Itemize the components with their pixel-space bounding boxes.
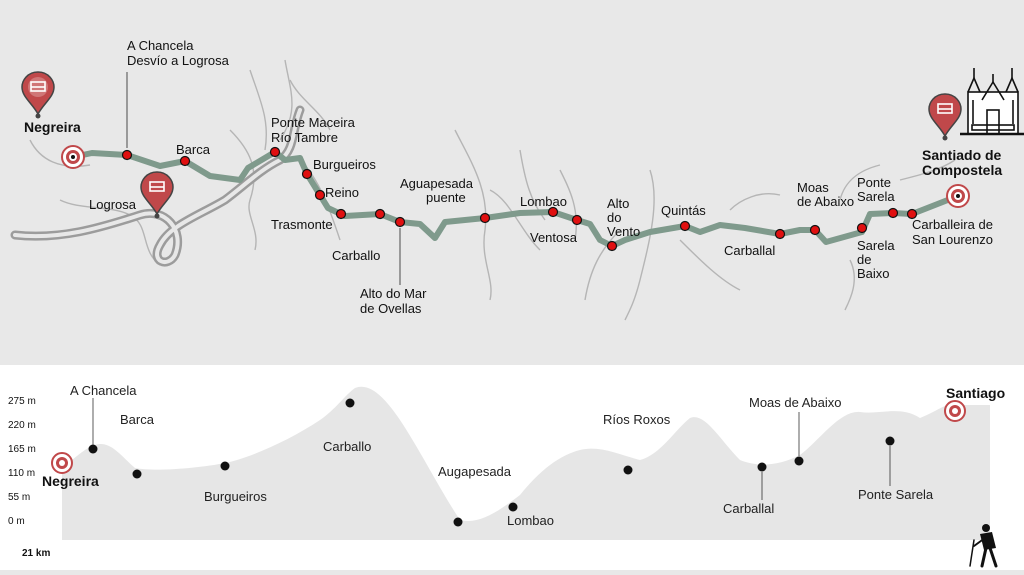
waypoint-label: Río Tambre <box>271 130 338 145</box>
route-line <box>70 149 961 249</box>
y-tick: 110 m <box>8 468 35 479</box>
marker-carballeira[interactable] <box>906 208 918 220</box>
waypoint-label: puente <box>426 190 466 205</box>
waypoint-label: Sarela <box>857 189 895 204</box>
distance-label: 21 km <box>22 548 50 559</box>
profile-label: A Chancela <box>70 383 137 398</box>
marker-reino[interactable] <box>314 189 326 201</box>
marker-barca[interactable] <box>179 155 191 167</box>
waypoint-label: Ponte Maceira <box>271 115 356 130</box>
profile-end-target-marker-icon[interactable] <box>944 400 966 422</box>
waypoint-label: Reino <box>325 185 359 200</box>
profile-point-lombao[interactable] <box>508 502 518 512</box>
profile-point-moas-de-abaixo[interactable] <box>794 456 804 466</box>
waypoint-label: Moas <box>797 180 829 195</box>
profile-end-label: Santiago <box>946 385 1005 401</box>
profile-labels: Negreira Santiago A Chancela Barca Burgu… <box>42 383 1005 528</box>
y-tick: 165 m <box>8 444 36 455</box>
profile-point-barca[interactable] <box>132 469 142 479</box>
waypoint-label: Trasmonte <box>271 217 333 232</box>
profile-connectors <box>92 398 891 500</box>
marker-a-chancela[interactable] <box>121 149 133 161</box>
waypoint-label: Ponte <box>857 175 891 190</box>
y-tick: 55 m <box>8 492 30 503</box>
cathedral-icon <box>960 68 1024 136</box>
profile-point-augapesada[interactable] <box>453 517 463 527</box>
hiker-icon <box>969 524 998 568</box>
profile-point-carballo[interactable] <box>345 398 355 408</box>
marker-ponte-sarela[interactable] <box>887 207 899 219</box>
waypoint-label: Lombao <box>520 194 567 209</box>
end-town-label-2: Compostela <box>922 162 1002 178</box>
profile-label: Carballal <box>723 501 774 516</box>
hotel-pin-icon[interactable] <box>140 171 174 219</box>
waypoint-label: Alto do Mar <box>360 286 427 301</box>
start-town-label: Negreira <box>24 119 81 135</box>
map-labels: Negreira Santiado de Compostela A Chance… <box>24 38 1002 316</box>
waypoint-label: Logrosa <box>89 197 137 212</box>
elevation-area <box>62 386 990 540</box>
hotel-pin-icon[interactable] <box>928 93 962 141</box>
waypoint-label: do <box>607 210 621 225</box>
profile-points <box>88 398 895 527</box>
end-target-marker-icon[interactable] <box>946 184 970 208</box>
marker-trasmonte[interactable] <box>335 208 347 220</box>
waypoint-label: de <box>857 252 871 267</box>
profile-y-axis: 275 m 220 m 165 m 110 m 55 m 0 m 21 km <box>8 396 50 559</box>
profile-point-carballal[interactable] <box>757 462 767 472</box>
marker-aguapesada[interactable] <box>479 212 491 224</box>
waypoint-label: Carballo <box>332 248 380 263</box>
profile-label: Burgueiros <box>204 489 267 504</box>
y-tick: 0 m <box>8 516 25 527</box>
waypoint-label: Ventosa <box>530 230 578 245</box>
profile-point-a-chancela[interactable] <box>88 444 98 454</box>
profile-label: Augapesada <box>438 464 512 479</box>
profile-point-burgueiros[interactable] <box>220 461 230 471</box>
marker-alto-do-mar[interactable] <box>394 216 406 228</box>
profile-start-target-marker-icon[interactable] <box>51 452 73 474</box>
marker-lombao[interactable] <box>547 206 559 218</box>
waypoint-label: Alto <box>607 196 629 211</box>
marker-quintas[interactable] <box>679 220 691 232</box>
waypoint-label: A Chancela <box>127 38 194 53</box>
waypoint-label: Carballal <box>724 243 775 258</box>
profile-point-rios-roxos[interactable] <box>623 465 633 475</box>
y-tick: 275 m <box>8 396 36 407</box>
marker-alto-do-vento[interactable] <box>606 240 618 252</box>
waypoint-label: de Abaixo <box>797 194 854 209</box>
waypoint-label: Barca <box>176 142 211 157</box>
marker-carballo[interactable] <box>374 208 386 220</box>
waypoint-label: Sarela <box>857 238 895 253</box>
waypoint-label: Baixo <box>857 266 890 281</box>
marker-sarela-de-baixo[interactable] <box>856 222 868 234</box>
profile-label: Ponte Sarela <box>858 487 934 502</box>
waypoint-label: Vento <box>607 224 640 239</box>
waypoint-label: San Lourenzo <box>912 232 993 247</box>
y-tick: 220 m <box>8 420 36 431</box>
profile-label: Moas de Abaixo <box>749 395 842 410</box>
marker-ventosa[interactable] <box>571 214 583 226</box>
profile-label: Lombao <box>507 513 554 528</box>
start-target-marker-icon[interactable] <box>61 145 85 169</box>
hotel-pin-icon[interactable] <box>21 71 55 119</box>
waypoint-markers <box>121 146 918 252</box>
end-town-label-1: Santiado de <box>922 147 1002 163</box>
waypoint-label: de Ovellas <box>360 301 422 316</box>
profile-label: Barca <box>120 412 155 427</box>
marker-burgueiros[interactable] <box>301 168 313 180</box>
profile-label: Carballo <box>323 439 371 454</box>
profile-label: Ríos Roxos <box>603 412 671 427</box>
marker-moas-de-abaixo[interactable] <box>809 224 821 236</box>
waypoint-label: Aguapesada <box>400 176 474 191</box>
waypoint-label: Carballeira de <box>912 217 993 232</box>
profile-point-ponte-sarela[interactable] <box>885 436 895 446</box>
waypoint-label: Desvío a Logrosa <box>127 53 230 68</box>
marker-carballal[interactable] <box>774 228 786 240</box>
marker-ponte-maceira[interactable] <box>269 146 281 158</box>
waypoint-label: Quintás <box>661 203 706 218</box>
profile-start-label: Negreira <box>42 473 99 489</box>
waypoint-label: Burgueiros <box>313 157 376 172</box>
